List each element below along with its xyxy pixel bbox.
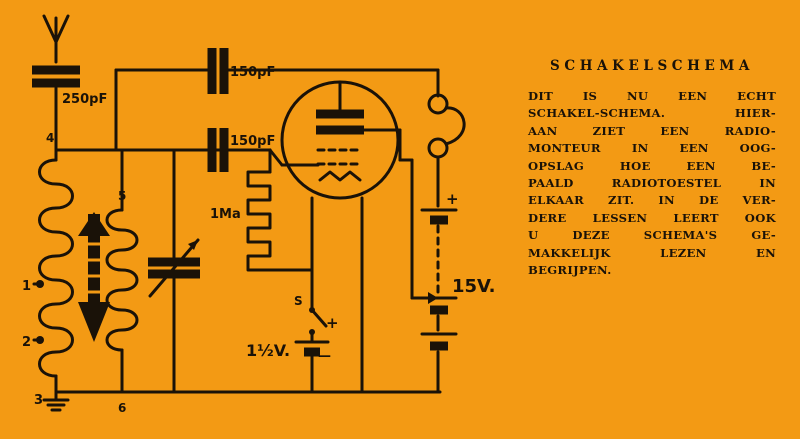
switch-label: S — [294, 294, 303, 308]
body-line: U DEZE SCHEMA'S GE- — [528, 228, 776, 243]
body-line: MAKKELIJK LEZEN EN — [528, 245, 776, 260]
anode-battery-label: 15V. — [452, 276, 496, 297]
grid-capacitor — [207, 128, 229, 172]
terminal-6-label: 6 — [118, 401, 126, 415]
resistor-label: 1Ma — [210, 207, 241, 222]
grid-capacitor-label: 150pF — [230, 134, 275, 149]
antenna-capacitor — [32, 65, 80, 152]
body-line: ELKAAR ZIT. IN DE VER- — [528, 193, 776, 208]
terminal-5-label: 5 — [118, 189, 126, 203]
body-line: AAN ZIET EEN RADIO- — [528, 123, 776, 138]
terminal-1-label: 1 — [22, 279, 31, 294]
radio-schematic: 250pF 4 150pF 150pF 1 2 — [22, 14, 496, 415]
body-line: DERE LESSEN LEERT OOK — [528, 210, 776, 225]
antenna-capacitor-label: 250pF — [62, 92, 107, 107]
body-line: PAALD RADIOTOESTEL IN — [528, 176, 776, 191]
body-line: SCHAKEL-SCHEMA. HIER- — [528, 106, 776, 121]
top-capacitor-label: 150pF — [230, 65, 275, 80]
anode-battery-plus: + — [446, 190, 459, 208]
body-line: OPSLAG HOE EEN BE- — [528, 158, 776, 173]
top-capacitor — [207, 48, 229, 94]
anode-battery — [420, 208, 458, 394]
ground-icon — [42, 390, 70, 412]
terminal-4-label: 4 — [46, 131, 54, 145]
main-coil — [38, 148, 74, 394]
panel-body-text: DIT IS NU EEN ECHT SCHAKEL-SCHEMA. HIER-… — [528, 88, 776, 279]
ferrite-core-arrow-icon — [78, 212, 110, 342]
body-line: MONTEUR IN EEN OOG- — [528, 141, 776, 156]
grid-resistor — [246, 148, 314, 272]
filament-battery — [294, 330, 330, 394]
terminal-3-label: 3 — [34, 393, 43, 408]
filament-battery-plus: + — [326, 314, 339, 332]
variable-capacitor — [148, 148, 200, 394]
description-panel: SCHAKELSCHEMA DIT IS NU EEN ECHT SCHAKEL… — [528, 58, 776, 279]
terminal-2-label: 2 — [22, 335, 31, 350]
vacuum-tube — [280, 80, 402, 200]
body-line: DIT IS NU EEN ECHT — [528, 89, 776, 103]
antenna-icon — [42, 14, 70, 64]
secondary-coil — [105, 148, 139, 394]
battery-tap-wire — [398, 138, 438, 304]
panel-title: SCHAKELSCHEMA — [550, 58, 754, 74]
headphones-icon — [427, 93, 466, 159]
filament-battery-label: 1½V. — [246, 341, 290, 360]
filament-battery-minus: — — [318, 349, 331, 364]
body-line: BEGRIJPEN. — [528, 263, 612, 278]
